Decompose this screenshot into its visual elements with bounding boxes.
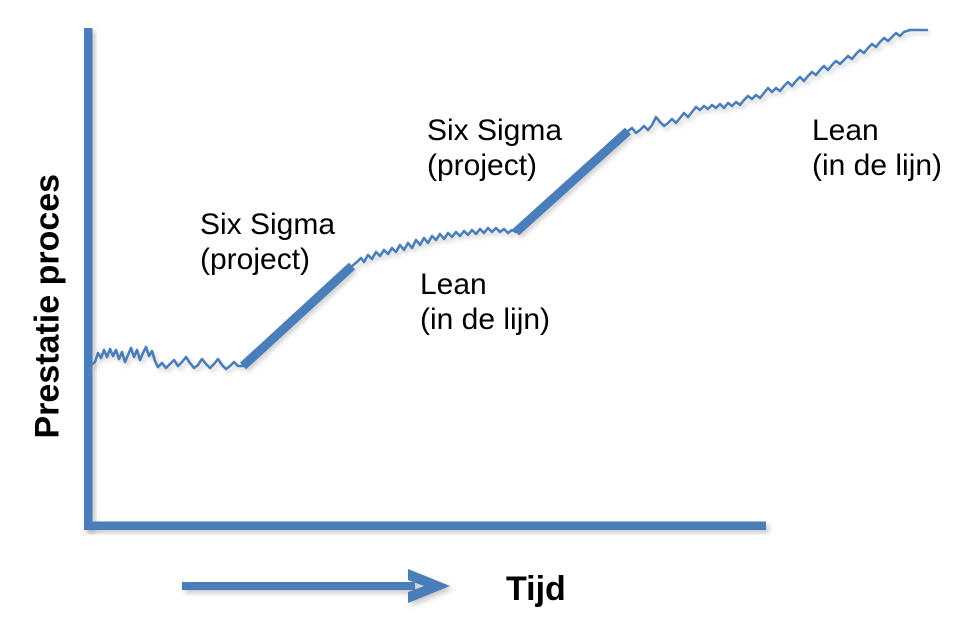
annotation-lean-first: Lean (in de lijn) [420, 268, 551, 337]
performance-line [88, 28, 929, 371]
line-segment-noisy-rising-2 [626, 28, 929, 135]
y-axis-title: Prestatie proces [28, 173, 67, 439]
line-segment-noisy-rising-1 [350, 226, 518, 268]
annotation-six-sigma-first: Six Sigma (project) [200, 208, 336, 277]
x-axis-title: Tijd [506, 570, 566, 608]
step-segment-six-sigma-1 [239, 262, 356, 370]
x-direction-arrow [182, 569, 450, 603]
annotation-six-sigma-second: Six Sigma (project) [427, 114, 563, 183]
y-axis [84, 28, 93, 530]
line-segment-noisy-flat [88, 345, 245, 371]
annotation-lean-second: Lean (in de lijn) [812, 114, 943, 183]
x-axis [84, 521, 766, 530]
step-segment-six-sigma-2 [512, 127, 632, 236]
